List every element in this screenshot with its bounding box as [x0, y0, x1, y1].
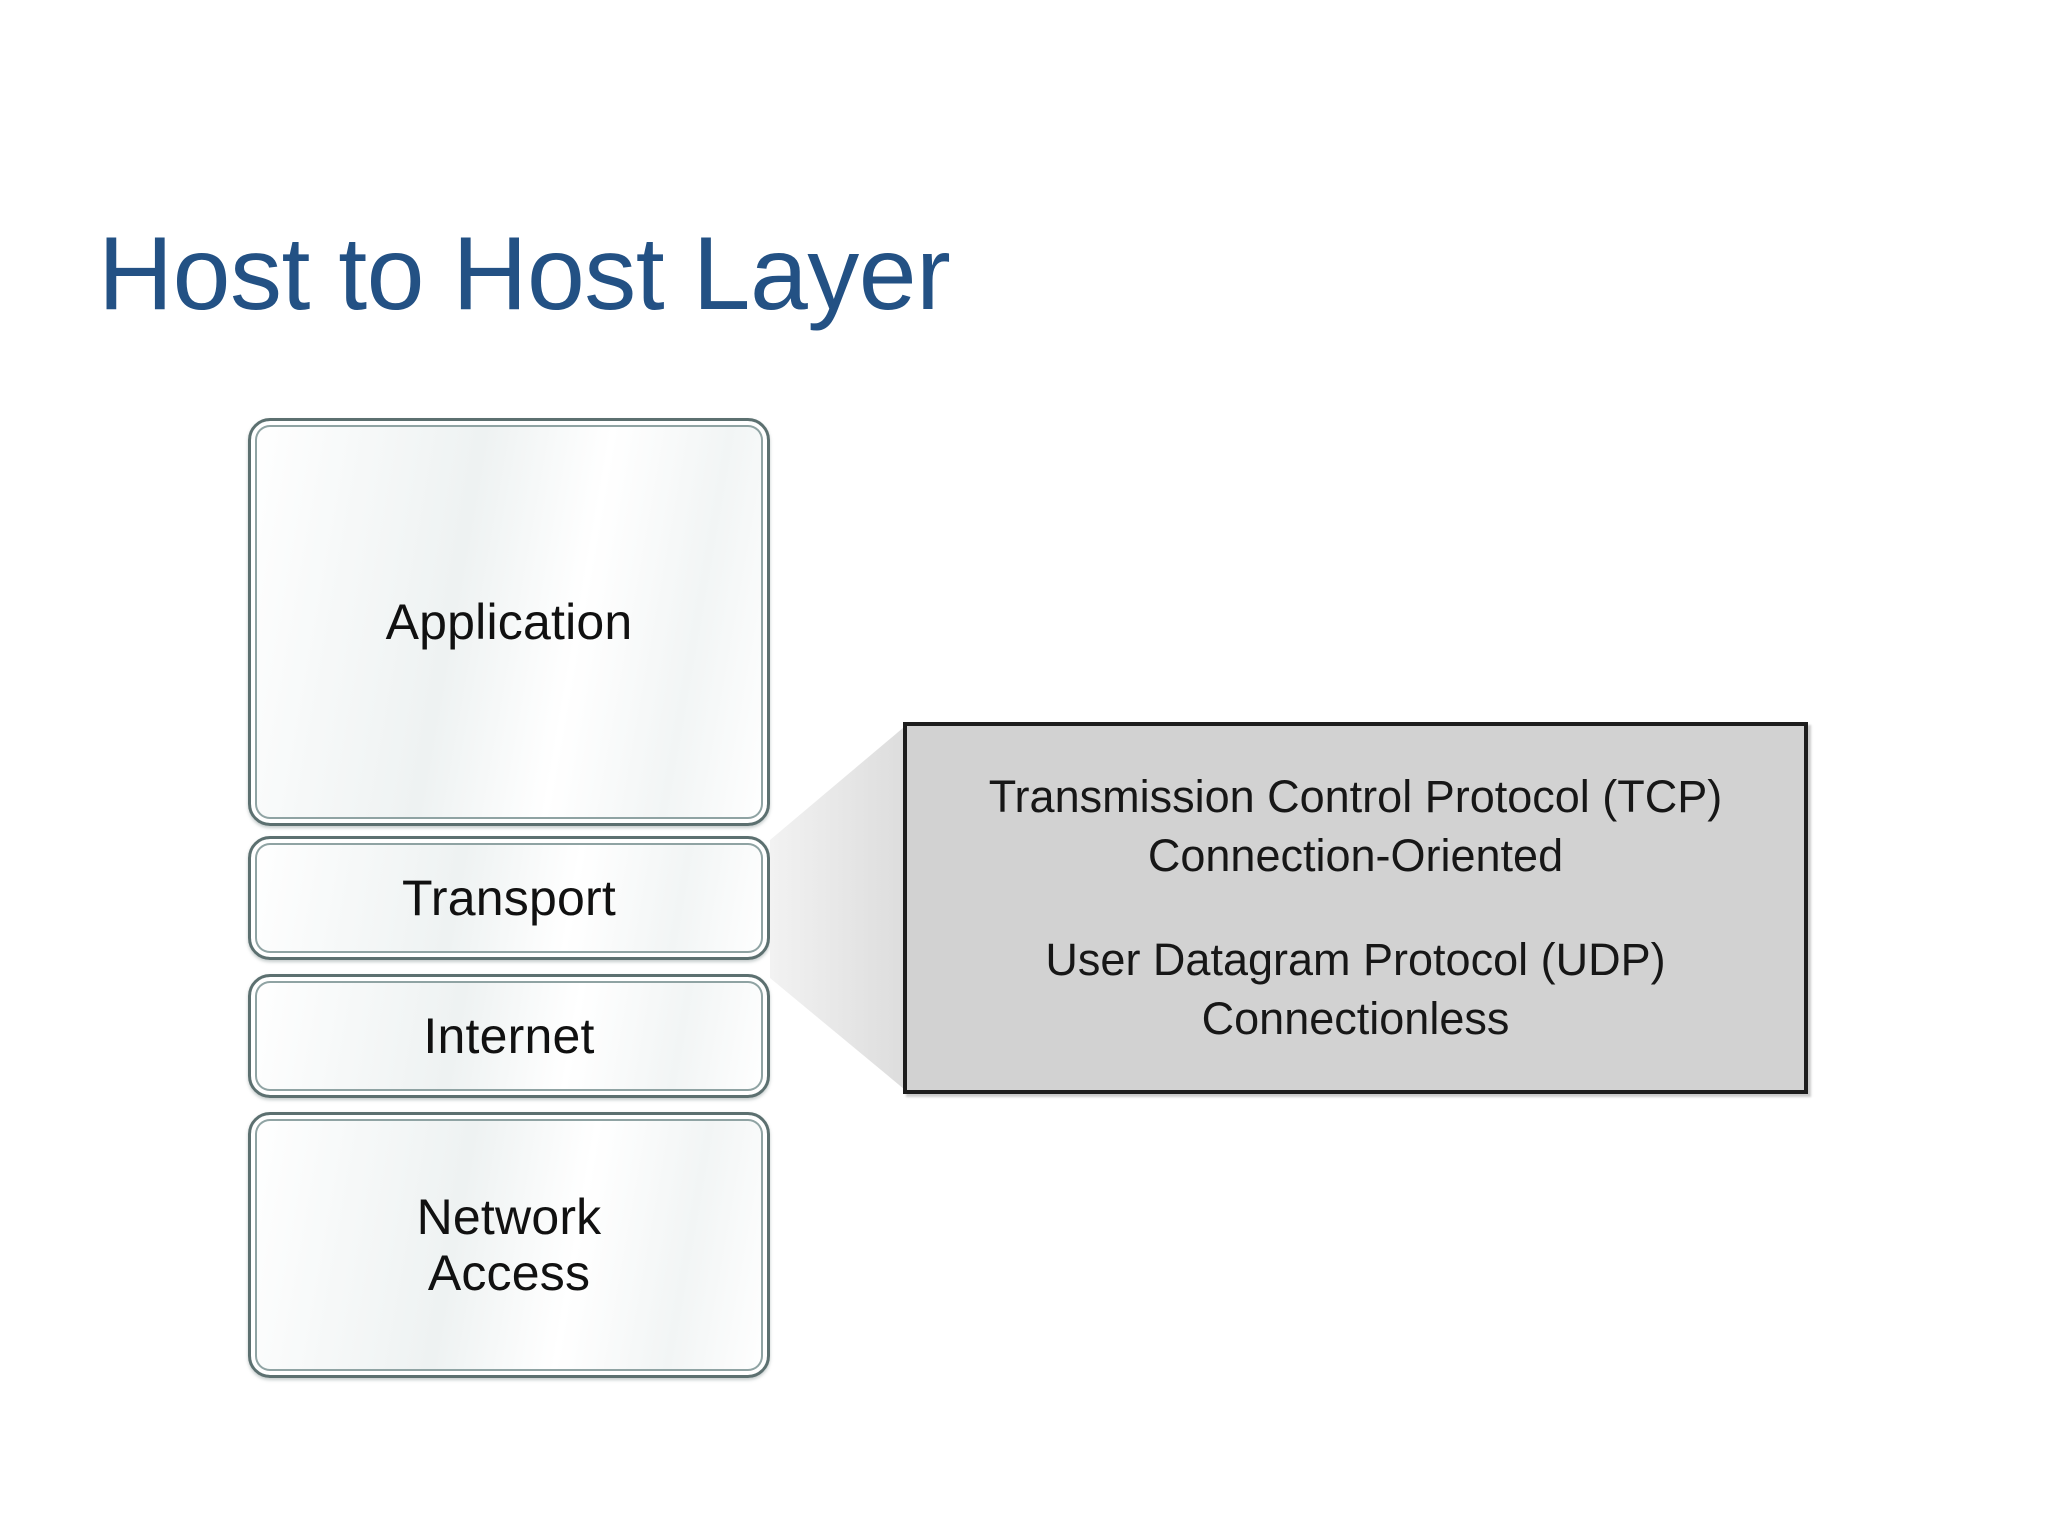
layer-box-application[interactable]: Application	[248, 418, 770, 826]
layer-box-network-access[interactable]: Network Access	[248, 1112, 770, 1378]
layer-box-internet[interactable]: Internet	[248, 974, 770, 1098]
transport-protocols-callout: Transmission Control Protocol (TCP) Conn…	[903, 722, 1808, 1094]
callout-udp-title: User Datagram Protocol (UDP)	[1045, 934, 1666, 985]
layer-label-internet: Internet	[423, 1008, 595, 1064]
layer-label-application: Application	[385, 594, 633, 650]
layer-label-network-access: Network Access	[416, 1189, 602, 1301]
callout-group-udp: User Datagram Protocol (UDP) Connectionl…	[1045, 931, 1665, 1048]
callout-group-tcp: Transmission Control Protocol (TCP) Conn…	[989, 768, 1723, 885]
wedge-shape-icon	[770, 722, 910, 1094]
callout-udp-subtitle: Connectionless	[1201, 992, 1510, 1044]
callout-tcp-subtitle: Connection-Oriented	[1147, 829, 1564, 881]
callout-connector-wedge	[762, 722, 910, 1094]
layer-label-transport: Transport	[402, 870, 616, 926]
callout-tcp-title: Transmission Control Protocol (TCP)	[988, 771, 1723, 822]
layer-box-transport[interactable]: Transport	[248, 836, 770, 960]
page-title: Host to Host Layer	[98, 215, 951, 332]
